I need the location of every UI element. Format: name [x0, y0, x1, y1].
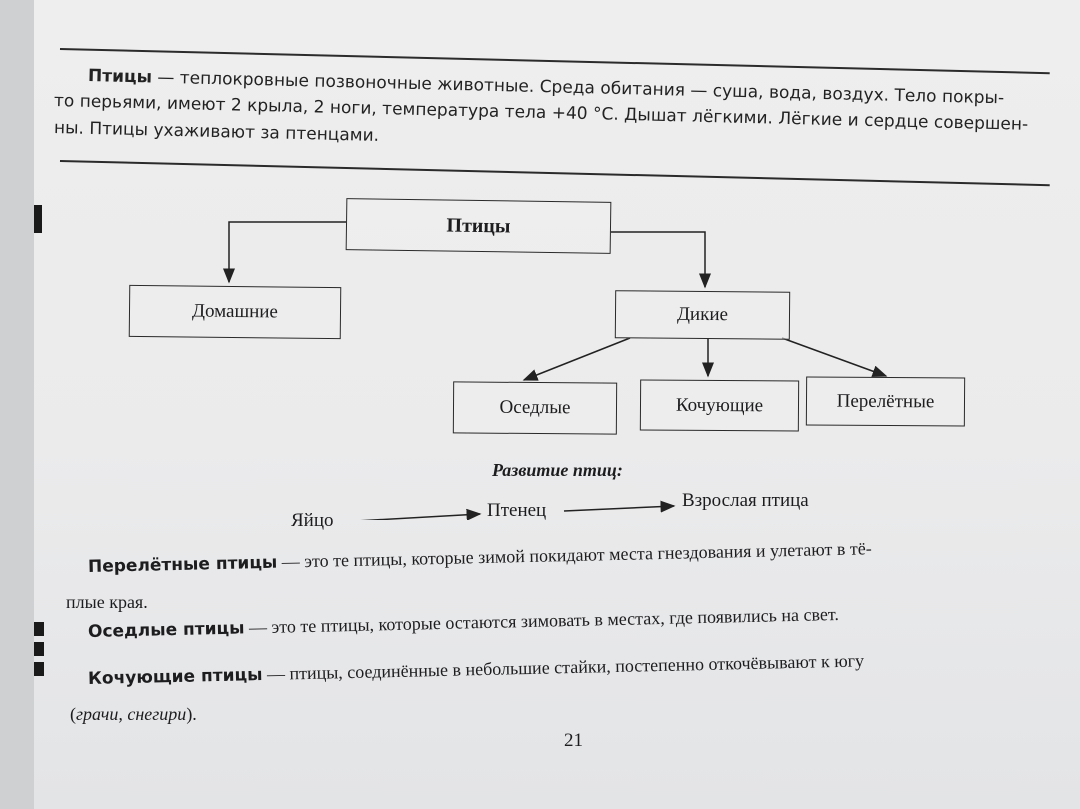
node-birds: Птицы	[345, 198, 612, 254]
stage-adult: Взрослая птица	[682, 490, 809, 511]
def-migratory-line-2: плые края.	[66, 592, 148, 612]
page-number: 21	[564, 730, 583, 751]
textbook-page: Птицы — теплокровные позвоночные животны…	[34, 0, 1080, 809]
stage-chick: Птенец	[487, 500, 547, 521]
def-migratory-text: — это те птицы, которые зимой покидают м…	[277, 538, 872, 572]
def-nomadic-term: Кочующие птицы	[87, 665, 263, 689]
node-domestic: Домашние	[128, 284, 342, 340]
stage-egg: Яйцо	[291, 510, 334, 531]
node-wild: Дикие	[614, 290, 791, 340]
def-nomadic-line-2: (грачи, снегири).	[70, 704, 1030, 725]
development-title: Развитие птиц:	[492, 460, 623, 480]
def-migratory-term: Перелётные птицы	[87, 552, 278, 577]
margin-mark-bottom-3	[34, 662, 44, 676]
arrow-to-sedentary	[522, 337, 631, 381]
def-nomadic-text: — птицы, соединённые в небольшие стайки,…	[262, 650, 865, 685]
arrow-to-wild	[611, 231, 711, 289]
node-nomadic: Кочующие	[639, 379, 800, 432]
node-migratory: Перелётные	[805, 376, 966, 427]
def-nomadic-open: (	[70, 704, 76, 724]
dev-arrow-egg-chick	[360, 508, 482, 520]
margin-mark-bottom-2	[34, 642, 44, 656]
classification-connectors	[223, 221, 888, 520]
arrow-to-domestic	[223, 221, 346, 284]
margin-mark-bottom-1	[34, 622, 44, 636]
node-sedentary: Оседлые	[452, 381, 618, 435]
def-nomadic-close: ).	[186, 704, 197, 724]
def-nomadic-examples: грачи, снегири	[76, 704, 187, 724]
def-sedentary-term: Оседлые птицы	[87, 618, 245, 642]
arrow-to-migratory	[781, 337, 888, 378]
dev-arrow-chick-adult	[563, 500, 676, 513]
def-nomadic-line-1: Кочующие птицы — птицы, соединённые в не…	[88, 646, 1048, 689]
margin-mark-top	[34, 205, 42, 233]
def-migratory-line-1: Перелётные птицы — это те птицы, которые…	[88, 534, 1048, 577]
